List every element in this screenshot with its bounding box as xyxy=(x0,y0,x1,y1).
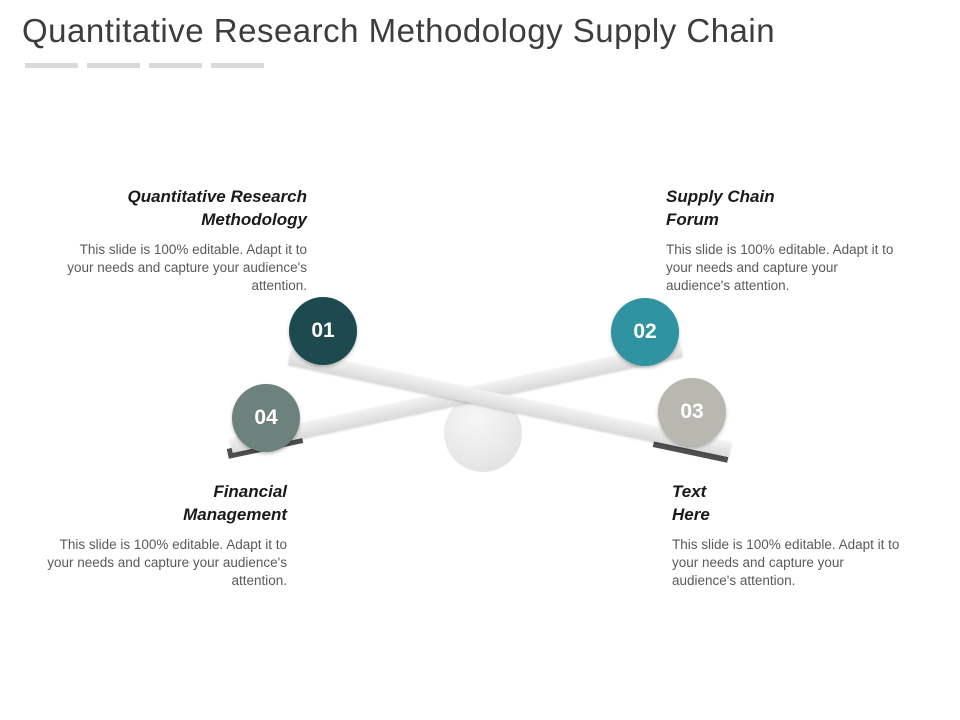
slide-title: Quantitative Research Methodology Supply… xyxy=(22,12,776,49)
item-02-body: This slide is 100% editable. Adapt it to… xyxy=(666,241,894,294)
item-02-title: Supply Chain Forum xyxy=(666,187,775,229)
circle-02: 02 xyxy=(611,298,679,366)
circle-03: 03 xyxy=(658,378,726,446)
circle-01-number: 01 xyxy=(311,319,335,342)
item-04-title: Financial Management xyxy=(183,482,287,524)
circle-04: 04 xyxy=(232,384,300,452)
item-04-body: This slide is 100% editable. Adapt it to… xyxy=(47,536,287,589)
item-02-textblock: Supply Chain Forum This slide is 100% ed… xyxy=(666,186,898,296)
item-03-textblock: Text Here This slide is 100% editable. A… xyxy=(672,481,904,591)
underline-dash xyxy=(149,63,202,68)
item-01-body: This slide is 100% editable. Adapt it to… xyxy=(67,241,307,294)
item-01-title: Quantitative Research Methodology xyxy=(127,187,307,229)
item-01-textblock: Quantitative Research Methodology This s… xyxy=(57,186,307,296)
circle-03-number: 03 xyxy=(680,400,704,423)
underline-dash xyxy=(211,63,264,68)
title-underline xyxy=(25,63,264,68)
item-03-body: This slide is 100% editable. Adapt it to… xyxy=(672,536,900,589)
circle-01: 01 xyxy=(289,297,357,365)
item-03-title: Text Here xyxy=(672,482,710,524)
circle-04-number: 04 xyxy=(254,406,278,429)
item-04-textblock: Financial Management This slide is 100% … xyxy=(37,481,287,591)
circle-02-number: 02 xyxy=(633,320,657,343)
underline-dash xyxy=(25,63,78,68)
underline-dash xyxy=(87,63,140,68)
